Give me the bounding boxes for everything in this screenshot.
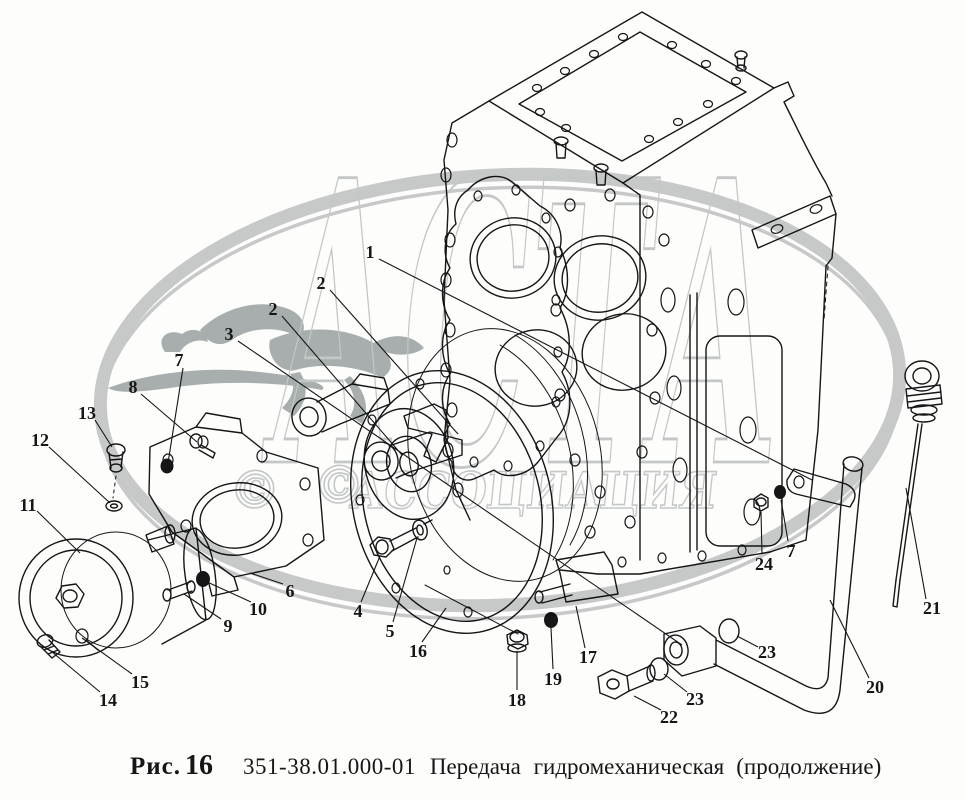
callout-number: 15 (131, 672, 149, 692)
callout-number: 1 (366, 242, 375, 262)
callout-number: 23 (758, 642, 776, 662)
callout-leader-line (94, 419, 113, 448)
part-number: 351-38.01.000-01 (243, 754, 416, 779)
callout-number: 7 (787, 541, 796, 561)
callout-number: 11 (19, 495, 36, 515)
callout-number: 20 (866, 677, 884, 697)
callout-leader-line (36, 510, 81, 554)
callout-leader-line (663, 673, 688, 693)
bolt-and-washer (369, 519, 433, 558)
pipe (715, 463, 845, 690)
callout-number: 3 (225, 324, 234, 344)
figure-word: Рис. (130, 753, 182, 780)
clutch-disc (349, 370, 555, 634)
callout-leader-line (329, 289, 459, 435)
dipstick (892, 360, 943, 608)
callout-leader-line (392, 537, 418, 623)
hollow-bolt (597, 669, 630, 700)
watermark-big-text: АСТА (252, 97, 799, 555)
callout-number: 13 (78, 403, 96, 423)
callout-number: 12 (31, 430, 49, 450)
callout-leader-line (550, 627, 554, 670)
callout-leader-line (575, 605, 586, 649)
callout-leader-line (183, 593, 222, 620)
callout-leader-line (81, 637, 133, 675)
watermark-copyright: © (312, 455, 366, 516)
callout-leader-line (140, 393, 198, 443)
watermark-sub-text: АССОЦИАЦИЯ (347, 461, 719, 520)
callout-number: 4 (354, 601, 363, 621)
callout-number: 19 (544, 669, 562, 689)
callout-number: 8 (129, 377, 138, 397)
callout-leader-line (736, 635, 759, 648)
callout-number: 2 (269, 299, 278, 319)
callout-leader-line (378, 258, 813, 481)
callout-leader-line (905, 487, 927, 600)
callout-leader-line (829, 599, 870, 679)
lever-assemblies (291, 373, 463, 481)
callout-number: 5 (386, 621, 395, 641)
callout-number: 6 (286, 581, 295, 601)
callout-number: 2 (317, 273, 326, 293)
callout-leader-line (167, 367, 184, 464)
callout-number: 7 (175, 350, 184, 370)
callouts-layer: 1223781312111415910645161819172223232472… (19, 242, 941, 727)
callout-number: 18 (508, 690, 526, 710)
callout-leader-line (48, 446, 111, 504)
callout-leader-line (421, 607, 447, 643)
callout-number: 10 (249, 599, 267, 619)
callout-leader-line (360, 555, 381, 603)
callout-number: 17 (579, 647, 597, 667)
oil-pipe-assembly (597, 456, 864, 714)
callout-leader-line (51, 651, 101, 693)
callout-number: 22 (660, 707, 678, 727)
callout-leader-line (633, 695, 662, 711)
watermark-copyright: © (228, 460, 282, 521)
watermark: АСТА © © АССОЦИАЦИЯ (93, 96, 907, 621)
o-ring (718, 618, 740, 644)
callout-leader-line (780, 499, 789, 542)
callout-leader-line (249, 572, 284, 585)
technical-drawing (18, 11, 943, 714)
figure-title: Передача гидромеханическая (429, 754, 725, 779)
figure-title-suffix: (продолжение) (736, 754, 882, 779)
watermark-ring-inner (98, 185, 902, 621)
callout-number: 24 (755, 554, 773, 574)
callout-leader-line (204, 580, 252, 603)
callout-number: 23 (686, 689, 704, 709)
callout-number: 16 (409, 641, 427, 661)
o-ring (649, 657, 669, 681)
figure-number: 16 (185, 750, 214, 781)
callout-number: 21 (923, 598, 941, 618)
callout-leader-line (237, 340, 683, 646)
callout-number: 14 (99, 690, 117, 710)
pressure-plates (407, 328, 603, 582)
callout-number: 9 (224, 616, 233, 636)
callout-leader-line (281, 315, 403, 456)
callout-leader-line (760, 511, 763, 555)
figure-caption: Рис. 16 351-38.01.000-01 Передача гидром… (130, 750, 950, 782)
